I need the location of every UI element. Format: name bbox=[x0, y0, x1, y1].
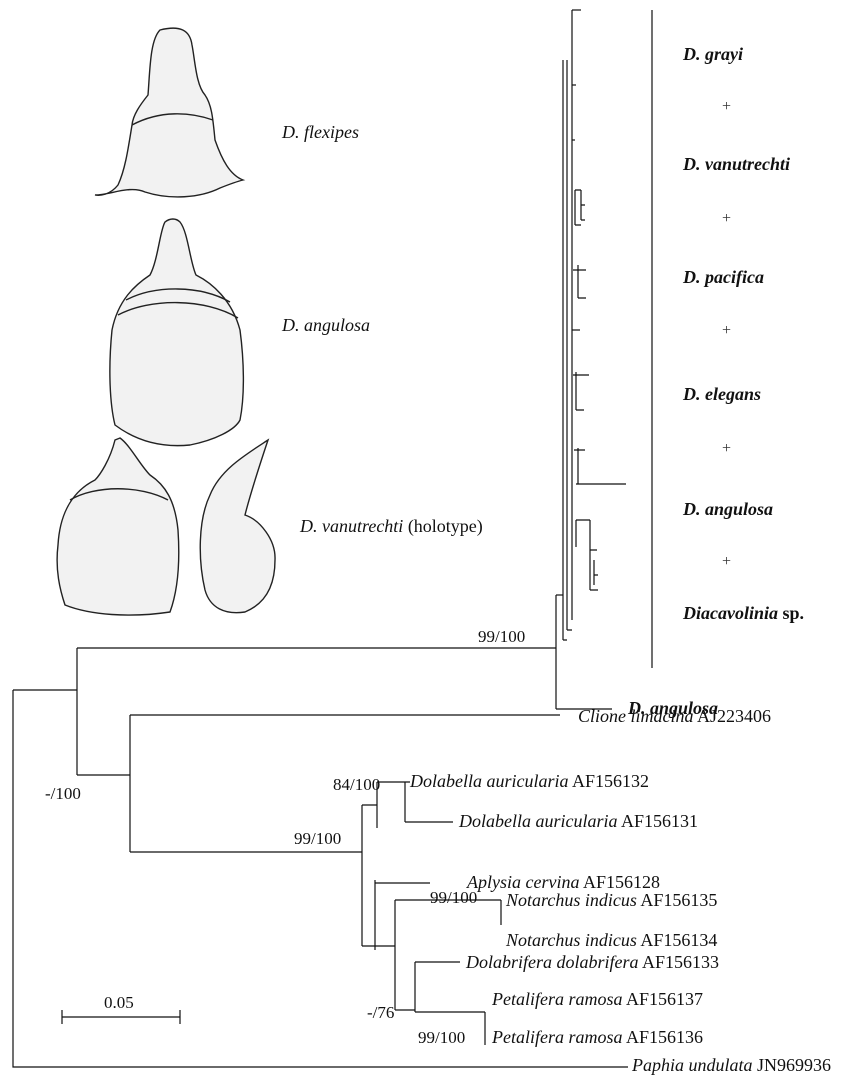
shell-angulosa bbox=[110, 219, 244, 446]
support-value-dolabella: 84/100 bbox=[333, 775, 380, 795]
clade-plus-4: + bbox=[722, 440, 731, 458]
shell-caption-angulosa: D. angulosa bbox=[282, 315, 370, 336]
clade-plus-1: + bbox=[722, 98, 731, 116]
shell-vanutrechti-side bbox=[200, 440, 275, 613]
clade-label-elegans: D. elegans bbox=[683, 384, 761, 404]
leaf-dolabrifera: Dolabrifera dolabrifera AF156133 bbox=[466, 952, 719, 972]
shell-caption-vanutrechti: D. vanutrechti (holotype) bbox=[300, 516, 483, 537]
leaf-notarchus-2: Notarchus indicus AF156134 bbox=[506, 930, 717, 950]
support-value-aplysiid: 99/100 bbox=[294, 829, 341, 849]
support-value-diacavolinia: 99/100 bbox=[478, 627, 525, 647]
shell-drawings bbox=[57, 28, 275, 615]
support-value-petalifera: 99/100 bbox=[418, 1028, 465, 1048]
leaf-petalifera-1: Petalifera ramosa AF156137 bbox=[492, 989, 703, 1009]
clade-label-grayi: D. grayi bbox=[683, 44, 743, 64]
clade-label-vanutrechti: D. vanutrechti bbox=[683, 154, 790, 174]
clade-plus-2: + bbox=[722, 210, 731, 228]
clade-label-angulosa: D. angulosa bbox=[683, 499, 773, 519]
scale-bar-label: 0.05 bbox=[104, 993, 134, 1013]
clade-label-diacavolinia-sp: Diacavolinia sp. bbox=[683, 603, 804, 623]
clade-plus-5: + bbox=[722, 553, 731, 571]
leaf-clione-limacina: Clione limacina AJ223406 bbox=[578, 706, 771, 726]
leaf-paphia-undulata: Paphia undulata JN969936 bbox=[632, 1055, 831, 1075]
clade-label-pacifica: D. pacifica bbox=[683, 267, 764, 287]
leaf-petalifera-2: Petalifera ramosa AF156136 bbox=[492, 1027, 703, 1047]
clade-plus-3: + bbox=[722, 322, 731, 340]
leaf-notarchus-1: Notarchus indicus AF156135 bbox=[506, 890, 717, 910]
leaf-aplysia-cervina: Aplysia cervina AF156128 bbox=[467, 872, 660, 892]
leaf-dolabella-2: Dolabella auricularia AF156131 bbox=[459, 811, 698, 831]
support-value-notarchus: 99/100 bbox=[430, 888, 477, 908]
support-value-dolabrifera: -/76 bbox=[367, 1003, 394, 1023]
shell-vanutrechti-front bbox=[57, 438, 179, 615]
shell-flexipes bbox=[95, 28, 243, 197]
leaf-dolabella-1: Dolabella auricularia AF156132 bbox=[410, 771, 649, 791]
shell-caption-flexipes: D. flexipes bbox=[282, 122, 359, 143]
support-value-root: -/100 bbox=[45, 784, 81, 804]
